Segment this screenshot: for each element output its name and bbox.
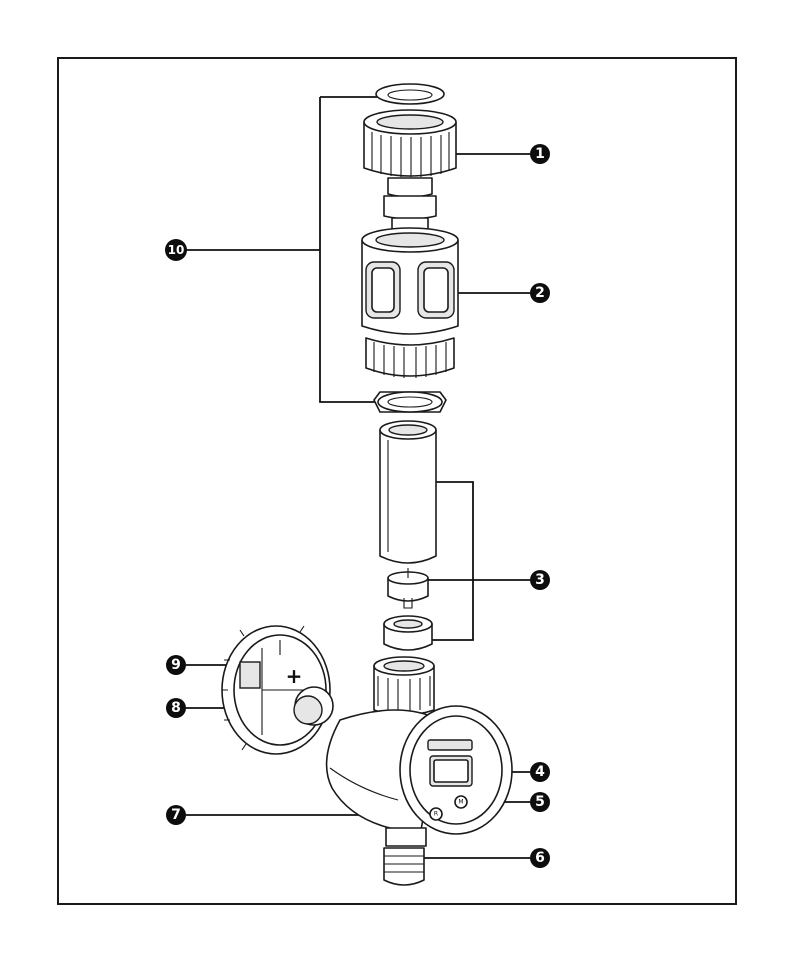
callout-8: 8 bbox=[166, 698, 186, 718]
union-nut bbox=[364, 110, 456, 177]
lower-seal-ring bbox=[374, 392, 446, 412]
svg-text:10: 10 bbox=[168, 243, 185, 257]
svg-text:2: 2 bbox=[535, 285, 545, 301]
callout-5: 5 bbox=[530, 792, 550, 812]
svg-text:9: 9 bbox=[171, 657, 181, 673]
callout-6: 6 bbox=[530, 848, 550, 868]
battery-knob bbox=[294, 687, 333, 725]
callout-7: 7 bbox=[166, 805, 186, 825]
r-button[interactable]: R bbox=[430, 808, 442, 820]
svg-text:3: 3 bbox=[535, 572, 545, 588]
svg-text:6: 6 bbox=[535, 850, 545, 866]
svg-text:5: 5 bbox=[535, 794, 545, 810]
outlet-connector bbox=[384, 828, 426, 885]
svg-text:8: 8 bbox=[171, 700, 181, 716]
top-seal-ring bbox=[376, 84, 444, 104]
filter-assembly bbox=[380, 421, 436, 563]
m-button[interactable]: M bbox=[455, 796, 467, 808]
callout-10: 10 bbox=[165, 239, 187, 261]
filter-cap-lower bbox=[384, 616, 432, 650]
callout-1: 1 bbox=[530, 144, 550, 164]
filter-cap-upper bbox=[388, 568, 428, 608]
callout-9: 9 bbox=[166, 655, 186, 675]
svg-text:1: 1 bbox=[535, 146, 545, 162]
coupling-body bbox=[362, 228, 458, 378]
svg-text:4: 4 bbox=[535, 764, 545, 780]
callout-4: 4 bbox=[530, 762, 550, 782]
m-button-label: M bbox=[458, 799, 463, 806]
r-button-label: R bbox=[434, 811, 438, 818]
callout-2: 2 bbox=[530, 283, 550, 303]
callout-3: 3 bbox=[530, 570, 550, 590]
svg-text:7: 7 bbox=[171, 807, 181, 823]
display bbox=[430, 756, 472, 786]
polarity-plus-icon: + bbox=[286, 664, 303, 688]
coupling-neck bbox=[384, 178, 436, 235]
